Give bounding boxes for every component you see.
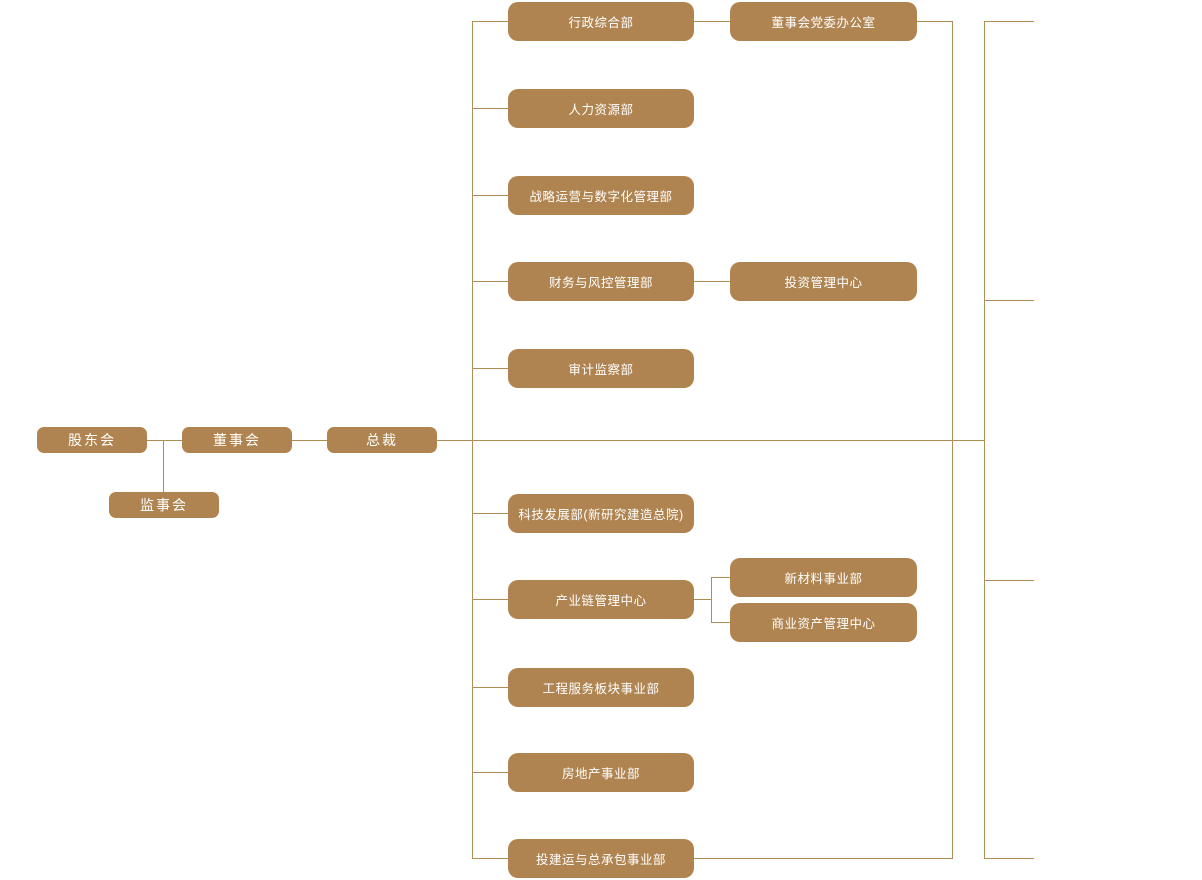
connector-supervisory-drop xyxy=(163,441,164,492)
connector-row-stub-chain xyxy=(472,599,508,600)
right-stub-upper xyxy=(984,300,1034,301)
node-supervisory-board: 监事会 xyxy=(109,492,219,518)
node-dept-hr: 人力资源部 xyxy=(508,89,694,128)
connector-chain-branch-spine xyxy=(711,577,712,623)
node-dept-admin: 行政综合部 xyxy=(508,2,694,41)
connector-finance-investment xyxy=(694,281,730,282)
node-dept-finance: 财务与风控管理部 xyxy=(508,262,694,301)
node-dept-audit: 审计监察部 xyxy=(508,349,694,388)
right-rail-inner xyxy=(952,21,953,859)
connector-admin-party-office xyxy=(694,21,730,22)
connector-president-trunk xyxy=(437,440,984,441)
node-unit-tech: 科技发展部(新研究建造总院) xyxy=(508,494,694,533)
node-unit-epc: 投建运与总承包事业部 xyxy=(508,839,694,878)
connector-row-stub-tech xyxy=(472,513,508,514)
node-sub-investment: 投资管理中心 xyxy=(730,262,917,301)
connector-epc-rail xyxy=(694,858,952,859)
connector-row-stub-finance xyxy=(472,281,508,282)
department-spine xyxy=(472,21,473,859)
node-board: 董事会 xyxy=(182,427,292,453)
right-rail-outer xyxy=(984,21,985,859)
connector-party-office-rail xyxy=(917,21,952,22)
connector-row-stub-audit xyxy=(472,368,508,369)
node-unit-chain: 产业链管理中心 xyxy=(508,580,694,619)
connector-row-stub-hr xyxy=(472,108,508,109)
right-stub-lower xyxy=(984,580,1034,581)
node-sub-party-office: 董事会党委办公室 xyxy=(730,2,917,41)
connector-branch-commercial xyxy=(711,622,730,623)
connector-chain-branch xyxy=(694,599,711,600)
node-president: 总裁 xyxy=(327,427,437,453)
node-shareholders: 股东会 xyxy=(37,427,147,453)
node-sub-commercial-asset: 商业资产管理中心 xyxy=(730,603,917,642)
connector-shareholders-board xyxy=(147,440,182,441)
right-stub-bottom xyxy=(984,858,1034,859)
right-stub-top xyxy=(984,21,1034,22)
connector-row-stub-admin xyxy=(472,21,508,22)
node-unit-realestate: 房地产事业部 xyxy=(508,753,694,792)
connector-board-president xyxy=(292,440,328,441)
connector-row-stub-engineering xyxy=(472,687,508,688)
connector-row-stub-epc xyxy=(472,858,508,859)
connector-row-stub-strategy xyxy=(472,195,508,196)
node-dept-strategy: 战略运营与数字化管理部 xyxy=(508,176,694,215)
connector-row-stub-realestate xyxy=(472,772,508,773)
node-sub-new-materials: 新材料事业部 xyxy=(730,558,917,597)
node-unit-engineering: 工程服务板块事业部 xyxy=(508,668,694,707)
connector-branch-new-materials xyxy=(711,577,730,578)
